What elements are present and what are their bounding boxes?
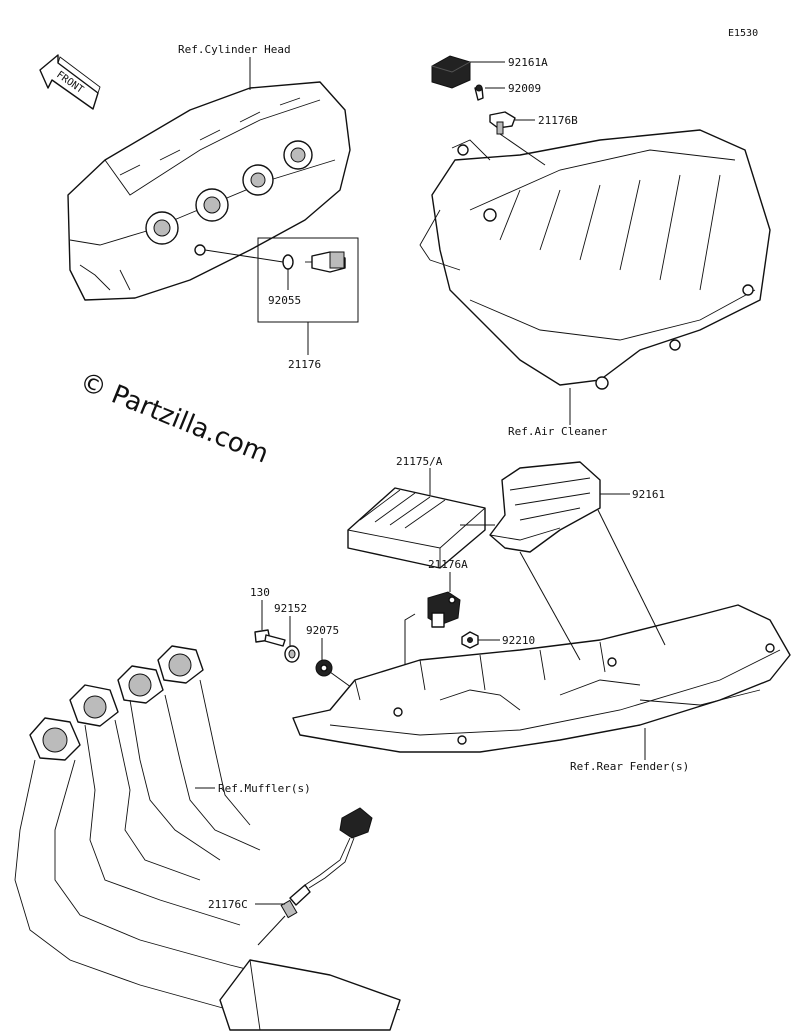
part-21176a-label: 21176A	[428, 558, 468, 571]
ref-air-cleaner-label: Ref.Air Cleaner	[508, 425, 608, 438]
watermark: © Partzilla.com	[75, 367, 272, 470]
part-92152-label: 92152	[274, 602, 307, 615]
part-92210-label: 92210	[502, 634, 535, 647]
air-cleaner-illustration	[419, 129, 771, 390]
bolt-130-icon	[254, 629, 286, 647]
screw-92009-icon	[474, 84, 484, 101]
cylinder-head-illustration	[67, 81, 351, 301]
part-92161-label: 92161	[632, 488, 665, 501]
sensor-21176b-icon	[489, 111, 516, 135]
diagram-code: E1530	[728, 28, 758, 39]
part-92161a-label: 92161A	[508, 56, 548, 69]
part-130-label: 130	[250, 586, 270, 599]
exhaust-header-illustration	[14, 645, 401, 1031]
sensor-21176-icon	[305, 251, 346, 273]
rubber-damper-92161a-icon	[431, 55, 471, 89]
part-21175a-label: 21175/A	[396, 455, 443, 468]
ref-rear-fender-label: Ref.Rear Fender(s)	[570, 760, 689, 773]
ecu-21175a-icon	[347, 487, 486, 569]
collar-92152-icon	[284, 645, 300, 663]
part-21176-label: 21176	[288, 358, 321, 371]
o-ring-92055-icon	[282, 254, 294, 270]
ref-muffler-label: Ref.Muffler(s)	[218, 782, 311, 795]
part-92075-label: 92075	[306, 624, 339, 637]
ecu-cover-92161-icon	[489, 461, 601, 553]
nut-92210-icon	[461, 631, 479, 649]
o2-sensor-21176c-icon	[280, 807, 373, 919]
sensor-21176a-icon	[427, 591, 461, 628]
front-arrow-icon: FRONT	[39, 54, 101, 110]
part-21176c-label: 21176C	[208, 898, 248, 911]
damper-92075-icon	[315, 659, 333, 677]
ref-cylinder-head-label: Ref.Cylinder Head	[178, 43, 291, 56]
part-21176b-label: 21176B	[538, 114, 578, 127]
part-92055-label: 92055	[268, 294, 301, 307]
rear-fender-illustration	[292, 604, 791, 753]
part-92009-label: 92009	[508, 82, 541, 95]
